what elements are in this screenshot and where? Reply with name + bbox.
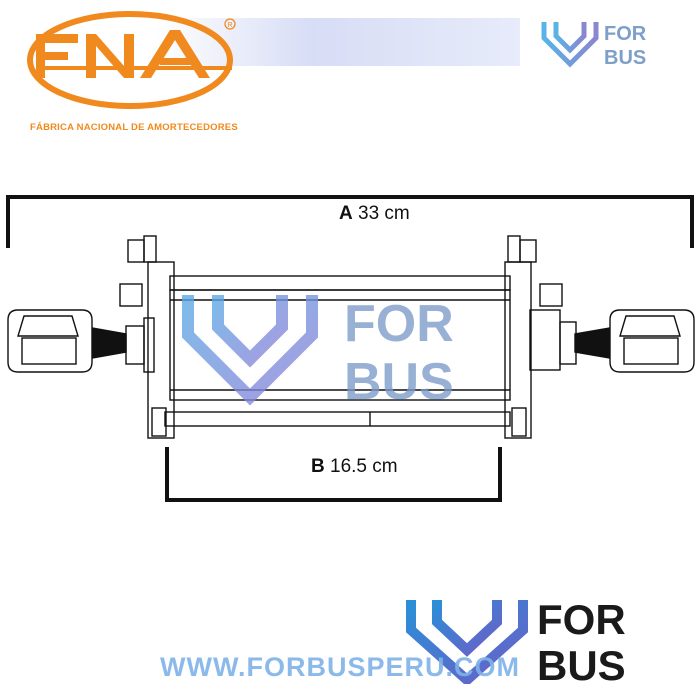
svg-text:FOR: FOR — [344, 295, 454, 353]
forbus-logo-large: FOR BUS — [406, 595, 626, 684]
svg-text:BUS: BUS — [537, 642, 626, 684]
dimension-a-label: A 33 cm — [339, 203, 410, 225]
right-eye-mount — [529, 309, 695, 373]
dimension-b-letter: B — [311, 456, 325, 477]
svg-text:BUS: BUS — [344, 353, 454, 410]
fna-tagline: FÁBRICA NACIONAL DE AMORTECEDORES — [30, 122, 238, 133]
forbus-watermark: FOR BUS — [182, 289, 454, 410]
dimension-a-bracket — [6, 195, 694, 248]
forbus-logo-small: FOR BUS — [541, 19, 647, 69]
dimension-a-value: 33 cm — [358, 203, 410, 224]
svg-text:FOR: FOR — [537, 596, 626, 643]
svg-text:FOR: FOR — [604, 23, 647, 45]
dimension-b-label: B 16.5 cm — [311, 456, 398, 478]
left-eye-mount — [7, 309, 155, 373]
svg-text:R: R — [228, 22, 233, 29]
dimension-b-value: 16.5 cm — [330, 456, 398, 477]
shock-absorber-drawing — [6, 195, 695, 502]
svg-text:BUS: BUS — [604, 47, 646, 69]
fna-logo: R — [27, 11, 236, 109]
website-url: WWW.FORBUSPERU.COM — [160, 652, 520, 682]
dimension-b-bracket — [165, 447, 502, 502]
dimension-a-letter: A — [339, 203, 353, 224]
